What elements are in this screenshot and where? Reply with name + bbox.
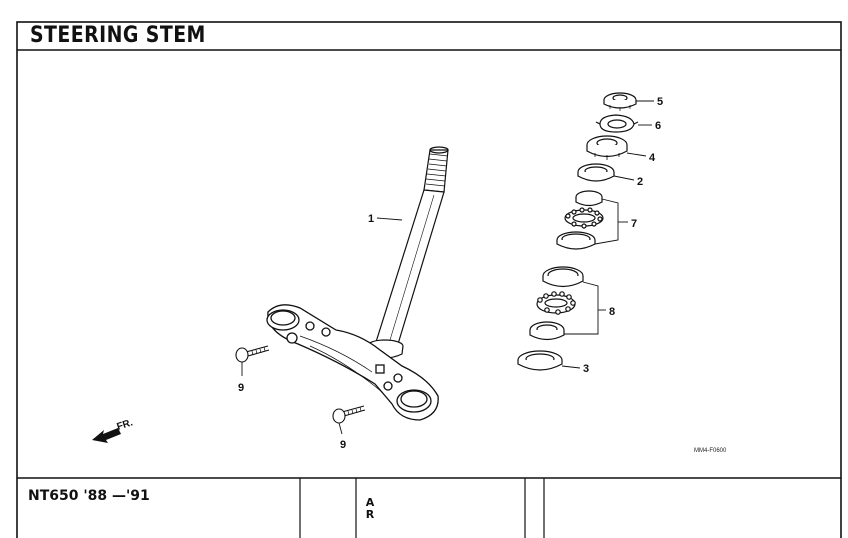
steering-stem-shaft	[366, 146, 449, 359]
callout-7: 7	[631, 218, 637, 230]
callout-9-right: 9	[340, 439, 346, 451]
callout-1: 1	[368, 213, 374, 225]
front-direction-arrow-icon	[92, 428, 121, 443]
callout-2: 2	[637, 176, 643, 188]
dust-seal-2	[577, 163, 615, 182]
callout-5: 5	[657, 96, 663, 108]
adjusting-nut-4	[586, 135, 628, 160]
leader-lines	[241, 100, 654, 435]
stack-letter: A	[365, 496, 375, 509]
footer-stack-letters: A R	[364, 497, 376, 521]
outer-frame	[16, 21, 842, 538]
page-title: STEERING STEM	[30, 23, 206, 48]
model-label: NT650 '88 —'91	[28, 488, 150, 504]
stack-letter: R	[365, 508, 375, 521]
bolt-9-right	[332, 405, 366, 424]
lower-fork-bridge	[266, 304, 439, 421]
bolt-9-left	[235, 345, 270, 363]
drawing-code: MM4-F0600	[694, 448, 727, 454]
callout-8: 8	[609, 306, 615, 318]
callout-4: 4	[649, 152, 656, 164]
callout-9-left: 9	[238, 382, 244, 394]
callout-6: 6	[655, 120, 661, 132]
lower-bearing-set-8	[529, 266, 584, 341]
dust-seal-3	[517, 350, 563, 371]
upper-bearing-set-7	[556, 190, 604, 250]
front-direction-label: FR.	[116, 417, 135, 433]
callout-3: 3	[583, 363, 589, 375]
lock-washer-6	[595, 114, 639, 133]
lock-nut-5	[603, 92, 637, 111]
